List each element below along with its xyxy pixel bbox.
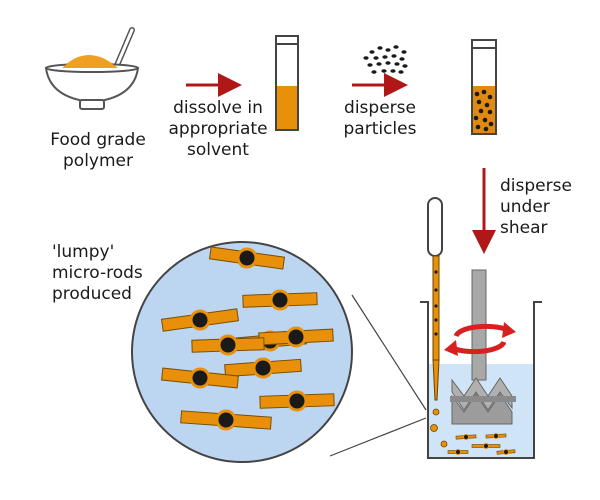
small-rod [496,449,516,455]
particle-dot [369,50,375,54]
small-rod-particle [493,433,499,439]
particle-dot [476,99,482,105]
particle-dot [434,332,438,336]
label-polymer: Food grade polymer [50,130,146,171]
micro-rod [161,367,239,389]
micro-rod [258,326,334,348]
label-lumpy: 'lumpy' micro-rods produced [52,242,143,304]
micro-rod [191,334,265,356]
micro-rod-particle [217,334,239,356]
stirrer-icon [450,269,516,425]
micro-rod [208,246,286,270]
particle-dot [484,102,490,108]
micro-rods [160,246,335,431]
particle-dot [434,304,438,308]
pipette-icon [427,197,443,401]
label-disperse-shear: disperse under shear [500,176,572,238]
micro-rod [224,357,302,379]
label-disperse-particles: disperse particles [343,98,417,139]
particle-dot [434,318,438,322]
micro-rod-particle [189,367,211,389]
particle-dot [381,69,387,73]
particle-dot [371,70,377,74]
particle-dot [377,46,383,50]
particle-dot [434,288,438,292]
micro-rod-particle [252,357,274,379]
particle-dot [487,109,493,115]
particle-dot [376,62,382,66]
particle-dot [487,94,493,100]
small-rod [471,443,501,449]
zoom-line-top [351,294,427,411]
particle-dot [385,61,391,65]
particle-dot [399,57,405,61]
small-rod-particle [455,449,461,455]
particle-dot [401,50,407,54]
particle-dot [390,69,396,73]
bowl-icon [44,27,140,110]
micro-rod-particle [285,326,307,348]
test-tube-icon [471,39,497,135]
particle-dot [473,115,479,121]
particle-dot [398,70,404,74]
particle-dot [474,91,480,97]
zoom-line-bottom [329,417,427,457]
droplet [430,424,438,432]
particles-icon [363,45,408,74]
particle-dot [393,45,399,49]
micro-rod [242,289,318,311]
particle-dot [373,56,379,60]
micro-rod-particle [269,289,291,311]
micro-rod [259,390,335,412]
particle-dot [475,124,481,130]
particle-dot [382,55,388,59]
rotation-arrow-icon [444,322,516,356]
micro-rod-particle [236,247,258,269]
particle-dot [483,126,489,132]
micro-rod-particle [189,309,211,331]
label-dissolve: dissolve in appropriate solvent [168,98,268,160]
particle-dot [363,56,369,60]
particle-dot [488,121,494,127]
particle-dot [394,62,400,66]
micro-rod [160,308,240,332]
particle-dot [482,117,488,123]
particle-dot [385,48,391,52]
small-rod-particle [503,449,509,455]
micro-rod-particle [215,409,237,431]
magnified-rods-icon [131,241,353,463]
small-rod [447,449,469,455]
test-tube-icon [275,35,299,131]
beaker-rods [430,408,516,455]
small-rod [485,433,507,439]
small-rod-particle [483,443,489,449]
particle-dot [481,89,487,95]
small-rod [455,434,477,440]
droplet [432,408,440,416]
particle-dot [367,63,373,67]
droplet [440,440,448,448]
particle-dot [402,64,408,68]
particle-dot [391,54,397,58]
micro-rod [180,409,272,431]
particle-dot [434,270,438,274]
small-rod-particle [463,434,469,440]
particle-dot [478,108,484,114]
micro-rod-particle [286,390,308,412]
